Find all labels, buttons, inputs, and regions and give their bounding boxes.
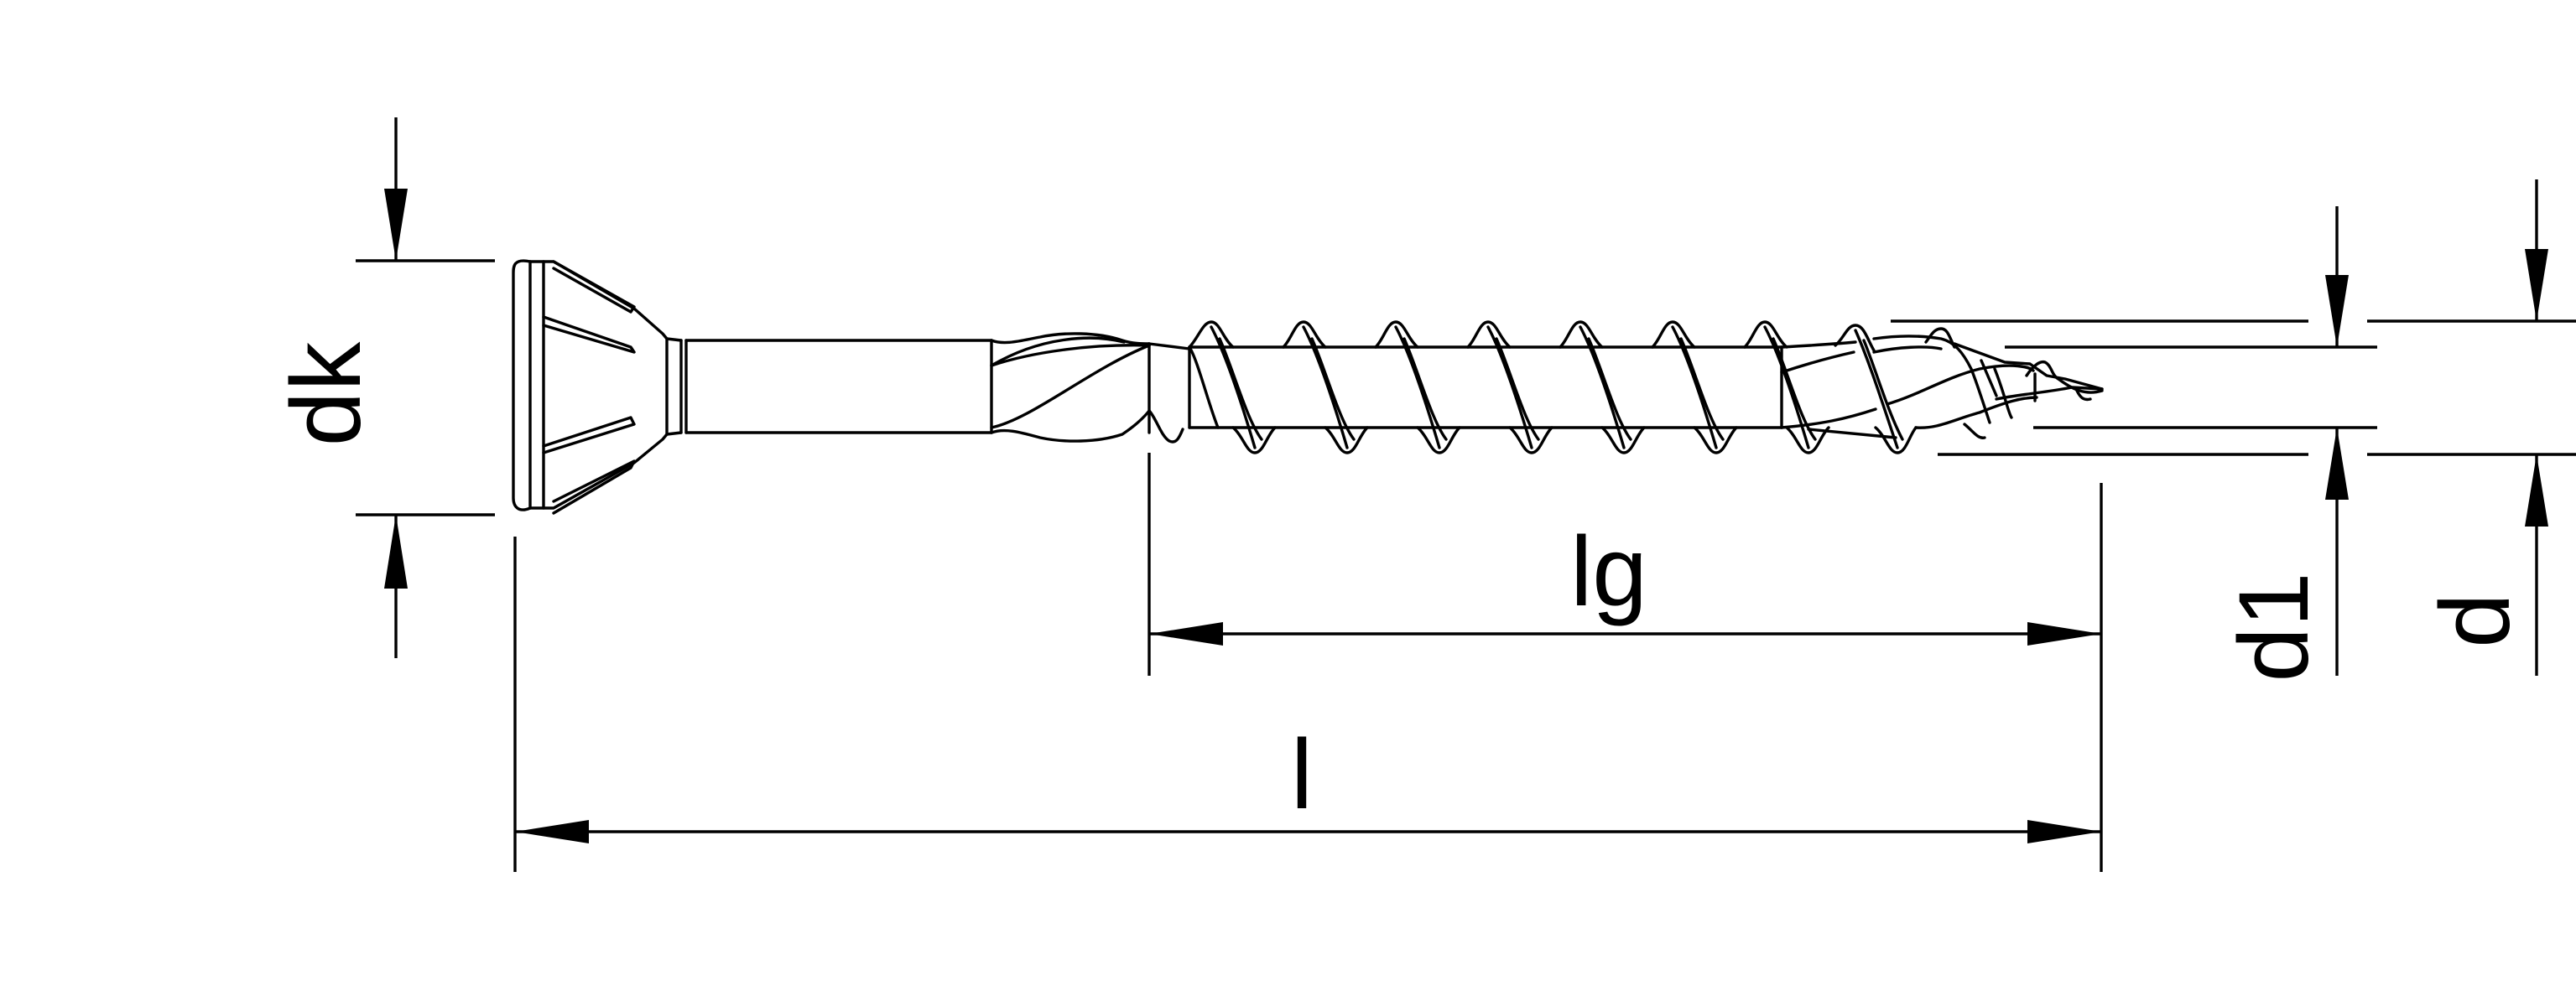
dimension-head-diameter: dk	[271, 117, 495, 658]
screw-transition	[990, 332, 1191, 444]
arrow-d1-top	[2325, 275, 2349, 347]
label-dk: dk	[271, 341, 382, 447]
label-d: d	[2420, 593, 2531, 648]
arrow-lg-right	[2027, 622, 2101, 646]
label-lg: lg	[1570, 516, 1647, 627]
arrow-lg-left	[1149, 622, 1223, 646]
arrow-l-right	[2027, 820, 2101, 843]
screw-head	[512, 259, 688, 515]
label-d1: d1	[2219, 572, 2329, 682]
label-l: l	[1291, 719, 1313, 830]
dimension-thread-length: lg	[1147, 453, 2103, 872]
screw-shank	[684, 339, 993, 434]
arrow-dk-bottom	[384, 515, 408, 589]
dimension-thread-diameter: d	[2367, 179, 2576, 676]
screw-core	[1188, 345, 1783, 429]
screw-tip	[1780, 335, 2104, 439]
dimension-total-length: l	[513, 537, 2101, 872]
dimension-core-diameter: d1	[1891, 206, 2377, 682]
arrow-d-bottom	[2525, 454, 2548, 527]
arrow-d-top	[2525, 249, 2548, 321]
arrow-d1-bottom	[2325, 428, 2349, 500]
screw-thread	[1188, 320, 1986, 454]
screw	[512, 259, 2104, 515]
arrow-l-left	[515, 820, 589, 843]
arrow-dk-top	[384, 189, 408, 261]
